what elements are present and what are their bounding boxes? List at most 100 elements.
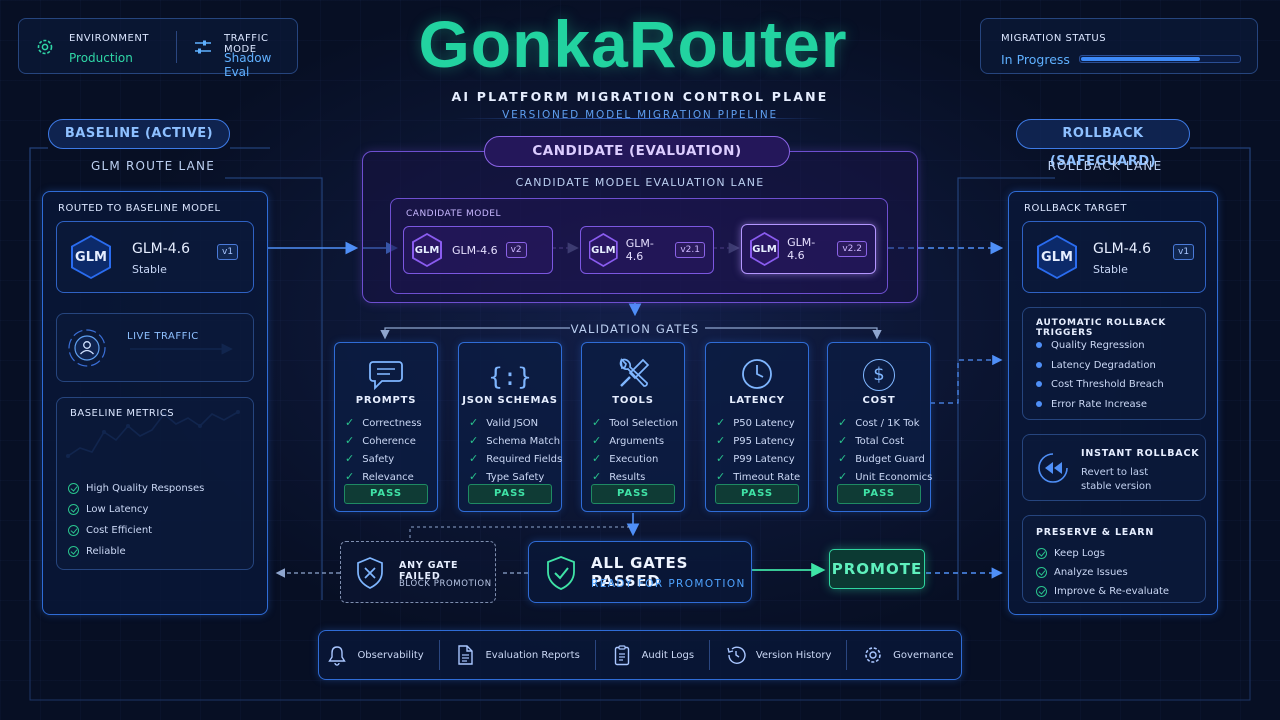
list-item: Low Latency xyxy=(68,499,204,520)
bullet-icon xyxy=(1036,342,1042,348)
list-item: ✓Cost / 1K Tok xyxy=(838,416,920,429)
passed-sub: READY FOR PROMOTION xyxy=(591,578,746,590)
candidate-model-v2-2[interactable]: GLM GLM-4.6 v2.2 xyxy=(741,224,876,274)
failed-sub: BLOCK PROMOTION xyxy=(399,579,492,589)
migration-progress-bar xyxy=(1079,55,1241,63)
footer-item-version-history[interactable]: Version History xyxy=(725,644,831,666)
live-traffic-label: LIVE TRAFFIC xyxy=(127,331,199,342)
footer-item-evaluation-reports[interactable]: Evaluation Reports xyxy=(454,644,580,666)
candidate-model-v2-1[interactable]: GLM GLM-4.6 v2.1 xyxy=(580,226,714,274)
model-status: Stable xyxy=(1093,263,1128,276)
instant-rollback-card[interactable]: INSTANT ROLLBACK Revert to last stable v… xyxy=(1022,434,1206,501)
check-icon: ✓ xyxy=(345,452,355,465)
list-item: Analyze Issues xyxy=(1036,563,1169,582)
footer-item-observability[interactable]: Observability xyxy=(326,644,424,666)
check-icon: ✓ xyxy=(469,416,479,429)
pass-badge: PASS xyxy=(837,484,921,504)
glm-hex-icon: GLM xyxy=(71,235,111,279)
candidate-model-label: CANDIDATE MODEL xyxy=(406,209,502,219)
model-version: v2 xyxy=(505,242,527,258)
footer-item-audit-logs[interactable]: Audit Logs xyxy=(611,644,694,666)
footer-item-governance[interactable]: Governance xyxy=(862,644,953,666)
list-item: Keep Logs xyxy=(1036,544,1169,563)
list-item: ✓Required Fields xyxy=(469,452,563,465)
gate-name: LATENCY xyxy=(729,395,785,406)
passed-title: ALL GATES PASSED xyxy=(591,554,689,590)
divider xyxy=(594,640,596,670)
migration-status-panel: MIGRATION STATUS In Progress xyxy=(980,18,1258,74)
check-icon: ✓ xyxy=(716,416,726,429)
candidate-model-v2[interactable]: GLM GLM-4.6 v2 xyxy=(403,226,553,274)
routed-label: ROUTED TO BASELINE MODEL xyxy=(58,203,221,214)
braces-icon: {:} xyxy=(488,363,532,391)
tools-icon xyxy=(582,343,684,391)
check-icon: ✓ xyxy=(838,470,848,483)
check-icon: ✓ xyxy=(716,452,726,465)
triggers-list: Quality Regression Latency Degradation C… xyxy=(1036,336,1164,414)
pass-badge: PASS xyxy=(468,484,552,504)
model-version: v2.1 xyxy=(675,242,705,258)
migration-progress-fill xyxy=(1081,57,1200,61)
gate-name: JSON SCHEMAS xyxy=(462,395,558,406)
model-name: GLM-4.6 xyxy=(787,236,816,262)
subtitle-rule xyxy=(455,118,825,119)
dollar-icon: $ xyxy=(828,343,930,391)
divider xyxy=(438,640,440,670)
gate-cost[interactable]: $ COST ✓Cost / 1K Tok ✓Total Cost ✓Budge… xyxy=(827,342,932,512)
list-item: High Quality Responses xyxy=(68,478,204,499)
list-item: ✓Timeout Rate xyxy=(716,470,801,483)
check-icon: ✓ xyxy=(345,416,355,429)
rollback-target-label: ROLLBACK TARGET xyxy=(1024,203,1128,214)
check-icon: ✓ xyxy=(592,470,602,483)
check-icon: ✓ xyxy=(838,416,848,429)
list-item: ✓Total Cost xyxy=(838,434,904,447)
gate-json-schemas[interactable]: {:} JSON SCHEMAS ✓Valid JSON ✓Schema Mat… xyxy=(458,342,562,512)
chat-icon xyxy=(335,343,437,391)
migration-status-value: In Progress xyxy=(1001,52,1070,67)
check-icon: ✓ xyxy=(469,434,479,447)
list-item: ✓Execution xyxy=(592,452,659,465)
shield-check-icon xyxy=(545,555,577,591)
check-icon: ✓ xyxy=(592,416,602,429)
baseline-pill: BASELINE (ACTIVE) xyxy=(48,119,230,149)
instant-rollback-label: INSTANT ROLLBACK xyxy=(1081,448,1200,459)
page-subtitle: AI PLATFORM MIGRATION CONTROL PLANE xyxy=(451,89,829,104)
baseline-model-card[interactable]: GLM GLM-4.6 v1 Stable xyxy=(56,221,254,293)
list-item: ✓Schema Match xyxy=(469,434,561,447)
baseline-metrics-list: High Quality Responses Low Latency Cost … xyxy=(68,478,204,562)
check-icon xyxy=(68,524,79,536)
shield-x-icon xyxy=(355,556,385,590)
baseline-panel: ROUTED TO BASELINE MODEL GLM GLM-4.6 v1 … xyxy=(42,191,268,615)
model-badge: GLM xyxy=(1039,237,1075,277)
pipeline-label: VERSIONED MODEL MIGRATION PIPELINE xyxy=(502,109,778,121)
glm-hex-icon: GLM xyxy=(1037,235,1077,279)
list-item: ✓Valid JSON xyxy=(469,416,539,429)
gate-prompts[interactable]: PROMPTS ✓Correctness ✓Coherence ✓Safety … xyxy=(334,342,438,512)
bell-icon xyxy=(328,646,347,666)
rollback-pill: ROLLBACK (SAFEGUARD) xyxy=(1016,119,1190,169)
gear-icon xyxy=(865,647,881,663)
check-icon xyxy=(1036,566,1047,578)
validation-gates-label: VALIDATION GATES xyxy=(570,322,700,336)
traffic-mode-label: TRAFFIC MODE xyxy=(224,33,269,55)
document-icon xyxy=(458,645,474,665)
divider xyxy=(176,31,177,63)
list-item: ✓Tool Selection xyxy=(592,416,678,429)
model-name: GLM-4.6 xyxy=(625,237,654,263)
check-icon: ✓ xyxy=(469,470,479,483)
divider xyxy=(846,640,848,670)
check-icon: ✓ xyxy=(592,434,602,447)
gate-latency[interactable]: LATENCY ✓P50 Latency ✓P95 Latency ✓P99 L… xyxy=(705,342,809,512)
list-item: ✓Coherence xyxy=(345,434,416,447)
list-item: ✓Correctness xyxy=(345,416,422,429)
preserve-label: PRESERVE & LEARN xyxy=(1036,527,1155,538)
promote-button[interactable]: PROMOTE xyxy=(829,549,925,589)
model-version: v1 xyxy=(1173,244,1195,260)
rollback-model-card[interactable]: GLM GLM-4.6 v1 Stable xyxy=(1022,221,1206,293)
gate-name: COST xyxy=(862,395,896,406)
list-item: ✓P50 Latency xyxy=(716,416,795,429)
gate-tools[interactable]: TOOLS ✓Tool Selection ✓Arguments ✓Execut… xyxy=(581,342,685,512)
gate-name: PROMPTS xyxy=(355,395,417,406)
environment-label: ENVIRONMENT xyxy=(69,33,149,44)
list-item: ✓Relevance xyxy=(345,470,414,483)
